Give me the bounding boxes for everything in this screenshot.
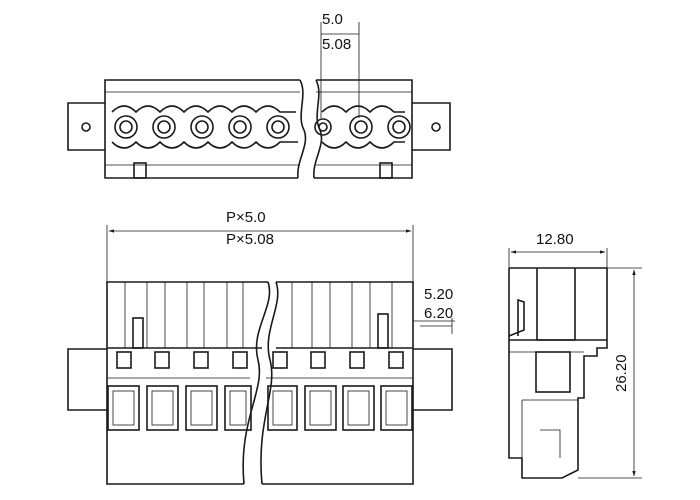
front-view-lock-post-right (377, 313, 389, 349)
top-view (67, 22, 451, 179)
pitch-top-label-a: 5.0 (322, 11, 343, 28)
top-view-body-left (104, 79, 300, 179)
top-view-body-right (314, 79, 413, 179)
total-width-label-a: P×5.0 (226, 209, 266, 226)
pitch-top-label-b: 5.08 (322, 36, 351, 53)
height-label: 26.20 (613, 354, 630, 392)
front-view-latch-windows (116, 351, 404, 369)
depth-label: 12.80 (536, 231, 574, 248)
front-view-body-left (106, 281, 268, 485)
top-view-mount-hole-right (431, 122, 441, 132)
front-view-lock-post-left (132, 317, 144, 349)
offset-label-a: 5.20 (424, 286, 453, 303)
top-view-mount-hole-left (81, 122, 91, 132)
side-view-outline (508, 267, 608, 479)
front-view-wire-entries (107, 385, 413, 431)
top-view-flange (67, 102, 451, 151)
front-view-break-line (242, 281, 271, 485)
total-width-label-b: P×5.08 (226, 231, 274, 248)
front-view-flange-left (67, 348, 107, 411)
front-view-flange-right (413, 348, 453, 411)
side-view-window (535, 351, 571, 393)
top-view-screw-holes (114, 115, 411, 139)
top-view-cavity-outline (111, 105, 298, 149)
top-view-break-line (297, 79, 307, 179)
top-view-latch-right (379, 162, 393, 179)
front-view-ribs (124, 282, 393, 348)
side-view (508, 248, 642, 479)
top-view-latch-left (133, 162, 147, 179)
front-view (67, 225, 455, 485)
offset-label-b: 6.20 (424, 305, 453, 322)
side-view-upper-block (536, 268, 576, 341)
side-view-latch (508, 298, 525, 337)
